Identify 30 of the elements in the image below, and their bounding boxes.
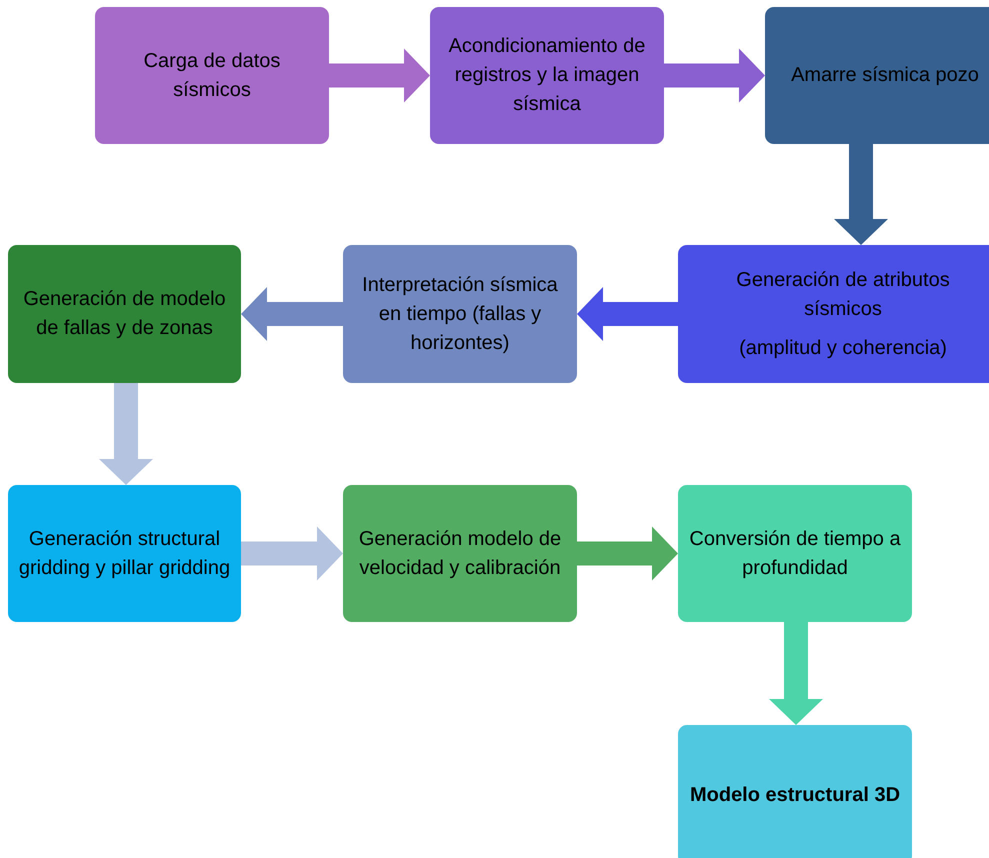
block-arrow	[577, 287, 678, 341]
process-box	[95, 7, 329, 144]
step-text: Interpretación sísmica en tiempo (fallas y horizontes)	[361, 272, 559, 356]
process-box	[343, 245, 577, 383]
block-arrow	[769, 622, 823, 725]
block-arrow	[834, 144, 888, 245]
step-text: Amarre sísmica pozo	[791, 63, 979, 88]
block-arrow	[329, 48, 430, 102]
step-text: Generación modelo de velocidad y calibración	[358, 526, 562, 580]
step-text: Generación structural gridding y pillar gridding	[18, 526, 232, 580]
step-text: Modelo estructural 3D	[690, 782, 900, 808]
process-box	[430, 7, 664, 144]
step-text: Carga de datos sísmicos	[142, 48, 282, 102]
process-box	[8, 485, 241, 622]
block-arrow	[99, 383, 153, 485]
process-box	[8, 245, 241, 383]
process-box	[678, 485, 912, 622]
step-text: Conversión de tiempo a profundidad	[688, 526, 902, 580]
step-text: (amplitud y coherencia)	[739, 336, 947, 360]
block-arrow	[577, 526, 678, 580]
process-box	[678, 245, 989, 383]
step-text: Generación de atributos sísmicos	[735, 268, 951, 322]
step-text: Acondicionamiento de registros y la imagen sísmica	[448, 34, 646, 117]
process-box	[343, 485, 577, 622]
block-arrow	[241, 526, 343, 580]
block-arrow	[241, 287, 343, 341]
block-arrow	[664, 48, 765, 102]
step-text: Generación de modelo de fallas y de zonas	[22, 287, 227, 341]
process-box	[678, 725, 912, 858]
process-box	[765, 7, 989, 144]
